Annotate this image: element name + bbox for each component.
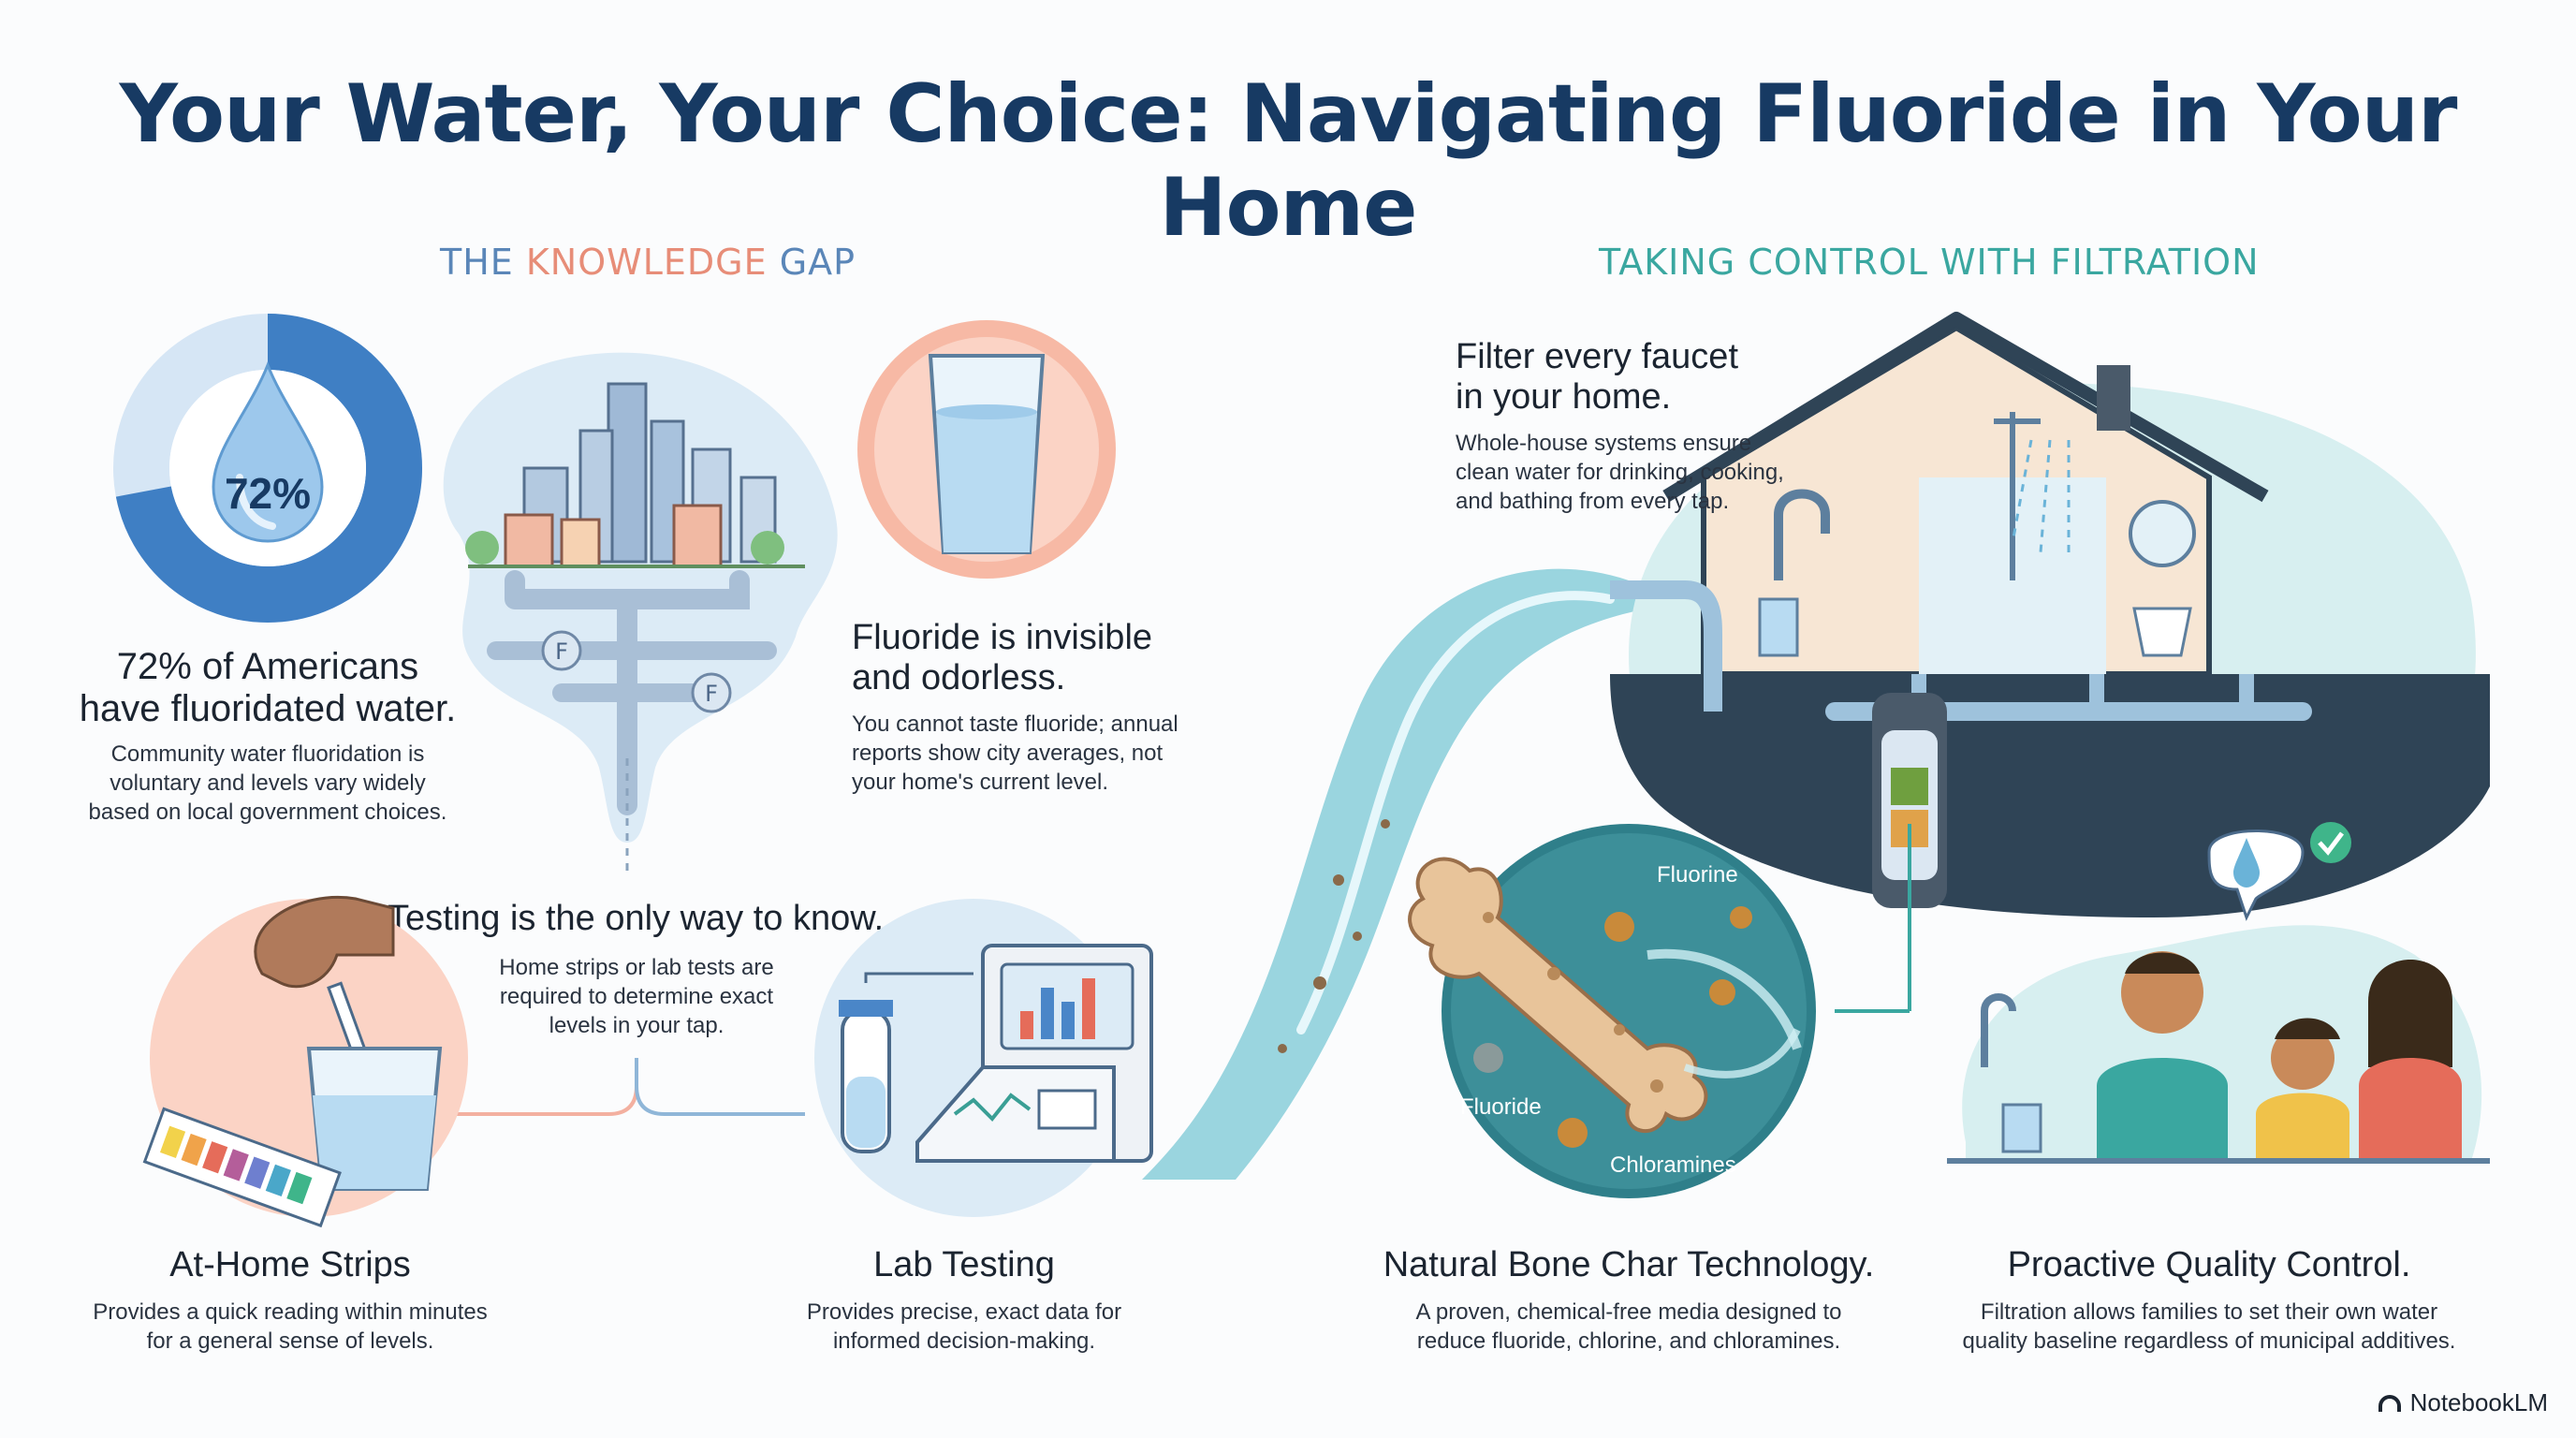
filtration-heading: TAKING CONTROL WITH FILTRATION [1599, 242, 2260, 283]
lab-headline: Lab Testing [873, 1245, 1055, 1284]
knowledge-gap-heading: THE KNOWLEDGE GAP [440, 242, 856, 283]
invisible-body-line: reports show city averages, not [852, 741, 1164, 767]
lab-equipment-illustration [814, 899, 1153, 1217]
quality-body-line: quality baseline regardless of municipal… [1962, 1328, 2456, 1355]
heading-part: GAP [767, 242, 856, 283]
connector-lines [449, 1058, 805, 1116]
test-strip-illustration [142, 896, 468, 1228]
lab-body-line: Provides precise, exact data for [806, 1299, 1122, 1325]
brand-mark: NotebookLM [2378, 1388, 2548, 1417]
city-pipes-illustration: F F [443, 352, 838, 871]
stat-headline-line: have fluoridated water. [79, 687, 457, 729]
stat-body-line: voluntary and levels vary widely [110, 770, 426, 797]
faucet-body-line: Whole-house systems ensure [1456, 431, 1752, 456]
strips-body: Provides a quick reading within minutes … [66, 1298, 515, 1356]
bone-char-illustration: Fluorine Fluoride Chloramines [1408, 824, 1816, 1198]
stat-headline-line: 72% of Americans [116, 646, 419, 687]
label-fluorine: Fluorine [1657, 862, 1738, 888]
filter-connector [1835, 824, 1911, 1013]
stat-headline: 72% of Americans have fluoridated water. [71, 646, 464, 730]
heading-part: THE [440, 242, 526, 283]
quality-headline: Proactive Quality Control. [2007, 1245, 2411, 1284]
donut-chart-illustration [113, 314, 422, 623]
invisible-headline-line: and odorless. [852, 657, 1066, 697]
testing-body-line: required to determine exact [499, 984, 774, 1010]
faucet-body-line: clean water for drinking, cooking, [1456, 460, 1784, 486]
bonechar-body-line: reduce fluoride, chlorine, and chloramin… [1416, 1328, 1841, 1355]
bonechar-body-line: A proven, chemical-free media designed t… [1415, 1299, 1842, 1325]
pipe-label-1: F [555, 638, 568, 665]
strips-body-line: Provides a quick reading within minutes [93, 1299, 488, 1325]
lab-body: Provides precise, exact data for informe… [739, 1298, 1189, 1356]
invisible-body: You cannot taste fluoride; annual report… [852, 710, 1245, 798]
faucet-body-line: and bathing from every tap. [1456, 489, 1730, 515]
faucet-headline-line: in your home. [1456, 376, 1672, 417]
bonechar-body: A proven, chemical-free media designed t… [1348, 1298, 1910, 1356]
page-title: Your Water, Your Choice: Navigating Fluo… [119, 67, 2458, 255]
testing-body: Home strips or lab tests are required to… [449, 953, 824, 1041]
invisible-headline-line: Fluoride is invisible [852, 618, 1153, 657]
testing-body-line: levels in your tap. [549, 1013, 724, 1039]
brand-label: NotebookLM [2409, 1388, 2548, 1416]
invisible-headline: Fluoride is invisible and odorless. [852, 618, 1245, 697]
notebooklm-icon [2378, 1394, 2401, 1412]
faucet-headline: Filter every faucet in your home. [1456, 337, 1849, 417]
label-chloramines: Chloramines [1610, 1152, 1736, 1178]
invisible-body-line: your home's current level. [852, 770, 1109, 796]
stat-body-line: based on local government choices. [88, 800, 447, 826]
invisible-body-line: You cannot taste fluoride; annual [852, 712, 1178, 737]
lab-body-line: informed decision-making. [832, 1328, 1096, 1355]
strips-headline: At-Home Strips [169, 1245, 411, 1284]
stat-value: 72% [224, 469, 312, 518]
bonechar-headline: Natural Bone Char Technology. [1383, 1245, 1875, 1284]
glass-of-water-illustration [857, 320, 1116, 579]
family-illustration [1947, 822, 2490, 1164]
label-fluoride: Fluoride [1460, 1094, 1542, 1120]
stat-body: Community water fluoridation is voluntar… [71, 740, 464, 828]
faucet-headline-line: Filter every faucet [1456, 337, 1738, 376]
quality-body-line: Filtration allows families to set their … [1980, 1299, 2438, 1325]
quality-body: Filtration allows families to set their … [1928, 1298, 2490, 1356]
pipe-label-2: F [705, 681, 718, 707]
strips-body-line: for a general sense of levels. [146, 1328, 434, 1355]
testing-headline: Testing is the only way to know. [388, 899, 885, 938]
testing-body-line: Home strips or lab tests are [499, 955, 774, 980]
stat-body-line: Community water fluoridation is [110, 741, 425, 767]
faucet-body: Whole-house systems ensure clean water f… [1456, 429, 1849, 517]
heading-accent: KNOWLEDGE [525, 242, 768, 283]
water-stream-illustration [1142, 568, 1647, 1180]
